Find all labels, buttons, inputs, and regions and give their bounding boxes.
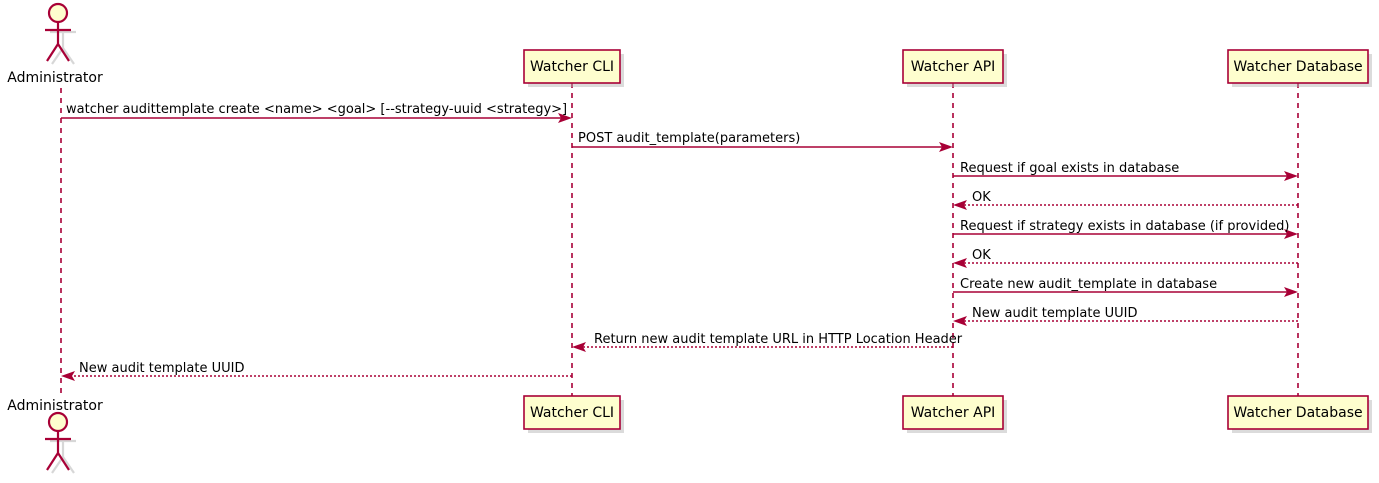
participant-header-watcher-cli[interactable]: Watcher CLI [523, 49, 624, 87]
actor-head-icon-top [47, 2, 69, 24]
message-label: Return new audit template URL in HTTP Lo… [594, 332, 963, 347]
arrow-head-right [1284, 171, 1298, 181]
participant-label-watcher-api-top: Watcher API [911, 59, 996, 75]
arrow-head-left [61, 371, 75, 381]
participant-label-watcher-database-bottom: Watcher Database [1233, 405, 1362, 421]
actor-shadow-top [50, 30, 76, 65]
participant-label-watcher-database-top: Watcher Database [1233, 59, 1362, 75]
participant-box [523, 395, 621, 430]
message-label: Create new audit_template in database [960, 277, 1217, 292]
participant-footer-watcher-database[interactable]: Watcher Database [1227, 395, 1372, 433]
message-8[interactable]: Return new audit template URL in HTTP Lo… [572, 332, 963, 352]
arrow-head-right [1284, 287, 1298, 297]
participant-box [1227, 49, 1369, 84]
participant-label-watcher-api-bottom: Watcher API [911, 405, 996, 421]
message-label: OK [972, 190, 991, 205]
lifelines [60, 83, 1299, 398]
participant-footer-watcher-api[interactable]: Watcher API [902, 395, 1007, 433]
participant-box [1227, 395, 1369, 430]
actor-label-administrator-top: Administrator [7, 70, 103, 86]
message-2[interactable]: Request if goal exists in database [953, 161, 1298, 181]
message-9[interactable]: New audit template UUID [61, 361, 572, 381]
participant-label-watcher-cli-bottom: Watcher CLI [530, 405, 614, 421]
message-label: POST audit_template(parameters) [578, 131, 800, 146]
arrow-head-right [1284, 229, 1298, 239]
message-1[interactable]: POST audit_template(parameters) [572, 131, 953, 152]
actor-body-top [45, 22, 71, 62]
arrow-head-left [953, 316, 967, 326]
participant-box [902, 395, 1004, 430]
arrow-head-left [953, 258, 967, 268]
message-4[interactable]: Request if strategy exists in database (… [953, 219, 1298, 239]
arrow-head-left [953, 200, 967, 210]
actor-administrator-bottom[interactable]: Administrator [7, 398, 103, 474]
message-label: New audit template UUID [972, 306, 1137, 321]
message-label: Request if strategy exists in database (… [960, 219, 1289, 234]
participant-box [902, 49, 1004, 84]
message-label: watcher audittemplate create <name> <goa… [66, 102, 567, 117]
actor-administrator-top[interactable]: Administrator [7, 2, 103, 86]
participant-footer-watcher-cli[interactable]: Watcher CLI [523, 395, 624, 433]
participant-header-watcher-api[interactable]: Watcher API [902, 49, 1007, 87]
actor-shadow-bottom [50, 439, 76, 474]
actor-label-administrator-bottom: Administrator [7, 398, 103, 414]
participant-header-watcher-database[interactable]: Watcher Database [1227, 49, 1372, 87]
participant-label-watcher-cli-top: Watcher CLI [530, 59, 614, 75]
actor-body-bottom [45, 431, 71, 471]
message-5[interactable]: OK [953, 248, 1298, 268]
message-label: New audit template UUID [79, 361, 244, 376]
message-label: OK [972, 248, 991, 263]
arrow-head-right [558, 113, 572, 123]
arrow-head-right [939, 142, 953, 152]
message-6[interactable]: Create new audit_template in database [953, 277, 1298, 297]
message-7[interactable]: New audit template UUID [953, 306, 1298, 326]
actor-head-icon-bottom [47, 411, 69, 433]
message-label: Request if goal exists in database [960, 161, 1179, 176]
message-3[interactable]: OK [953, 190, 1298, 210]
participant-box [523, 49, 621, 84]
message-0[interactable]: watcher audittemplate create <name> <goa… [61, 102, 572, 123]
arrow-head-left [572, 342, 586, 352]
